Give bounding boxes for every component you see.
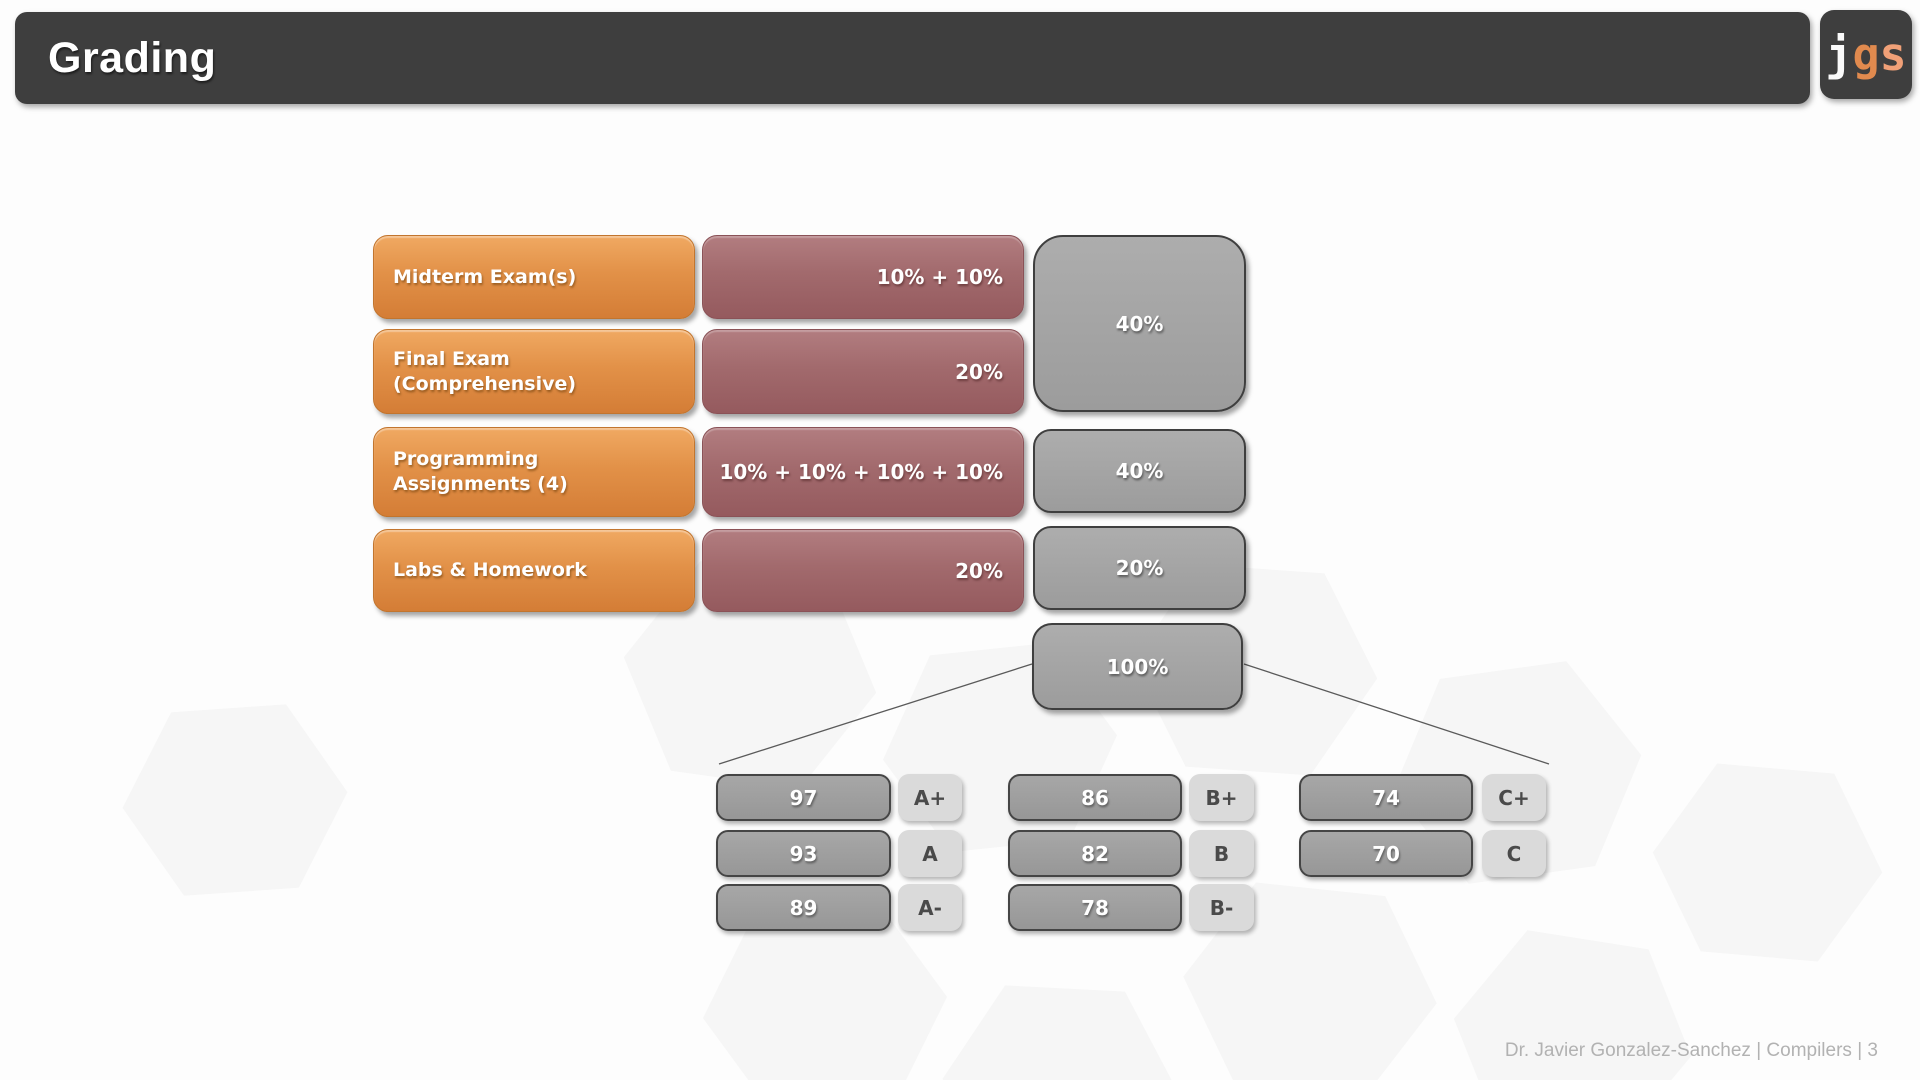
grade-box-b-plus: B+ — [1189, 774, 1254, 821]
subtotal-label: 40% — [1115, 459, 1164, 483]
category-label: Programming Assignments (4) — [393, 448, 568, 495]
category-box-final-exam: Final Exam (Comprehensive) — [373, 329, 695, 414]
grade-box-a: A — [898, 830, 962, 877]
score-box-97: 97 — [716, 774, 891, 821]
score-label: 70 — [1372, 841, 1400, 866]
score-label: 89 — [789, 895, 818, 920]
total-label: 100% — [1106, 654, 1169, 679]
category-box-programming: Programming Assignments (4) — [373, 427, 695, 517]
category-label: Labs & Homework — [393, 559, 587, 582]
breakdown-label: 20% — [955, 359, 1003, 384]
subtotal-box-labs: 20% — [1033, 526, 1246, 610]
logo-letter-g: g — [1852, 28, 1880, 81]
score-label: 86 — [1081, 785, 1109, 810]
score-label: 93 — [789, 841, 818, 866]
subtotal-box-programming: 40% — [1033, 429, 1246, 513]
page-title: Grading — [48, 33, 217, 82]
score-label: 74 — [1372, 785, 1400, 810]
score-label: 82 — [1081, 841, 1109, 866]
connector-line-right — [1243, 663, 1550, 765]
score-label: 97 — [789, 785, 818, 810]
grade-box-b: B — [1189, 830, 1254, 877]
logo-letter-s: s — [1879, 28, 1907, 81]
grade-box-c: C — [1482, 830, 1546, 877]
category-box-labs-homework: Labs & Homework — [373, 529, 695, 612]
grade-box-a-minus: A- — [898, 884, 962, 931]
grade-box-c-plus: C+ — [1482, 774, 1546, 821]
subtotal-box-exams: 40% — [1033, 235, 1246, 412]
grade-label: A — [922, 841, 938, 866]
score-box-89: 89 — [716, 884, 891, 931]
breakdown-label: 10% + 10% + 10% + 10% — [719, 460, 1003, 484]
breakdown-box-labs-homework: 20% — [702, 529, 1024, 612]
breakdown-box-programming: 10% + 10% + 10% + 10% — [702, 427, 1024, 517]
breakdown-label: 20% — [955, 558, 1003, 583]
grade-label: B — [1213, 841, 1230, 866]
header-bar: Grading — [15, 12, 1810, 104]
breakdown-box-midterm: 10% + 10% — [702, 235, 1024, 319]
connector-line-left — [718, 663, 1033, 765]
category-box-midterm: Midterm Exam(s) — [373, 235, 695, 319]
category-label: Final Exam (Comprehensive) — [393, 347, 577, 395]
grade-label: C+ — [1498, 785, 1530, 810]
grade-box-a-plus: A+ — [898, 774, 962, 821]
grade-label: A+ — [913, 785, 947, 810]
grade-box-b-minus: B- — [1189, 884, 1254, 931]
score-box-74: 74 — [1299, 774, 1473, 821]
score-box-78: 78 — [1008, 884, 1182, 931]
score-box-93: 93 — [716, 830, 891, 877]
grade-label: B- — [1209, 895, 1234, 920]
breakdown-label: 10% + 10% — [876, 265, 1003, 289]
footer-credit: Dr. Javier Gonzalez-Sanchez | Compilers … — [1504, 1040, 1878, 1061]
grade-label: C — [1506, 841, 1522, 866]
breakdown-box-final-exam: 20% — [702, 329, 1024, 414]
subtotal-label: 20% — [1115, 556, 1164, 580]
score-box-82: 82 — [1008, 830, 1182, 877]
grade-label: B+ — [1205, 785, 1238, 810]
total-box: 100% — [1032, 623, 1243, 710]
score-box-70: 70 — [1299, 830, 1473, 877]
subtotal-label: 40% — [1115, 311, 1164, 336]
grade-label: A- — [918, 895, 942, 920]
logo-letter-j: j — [1825, 28, 1853, 81]
score-label: 78 — [1081, 895, 1109, 920]
score-box-86: 86 — [1008, 774, 1182, 821]
category-label: Midterm Exam(s) — [393, 265, 577, 288]
